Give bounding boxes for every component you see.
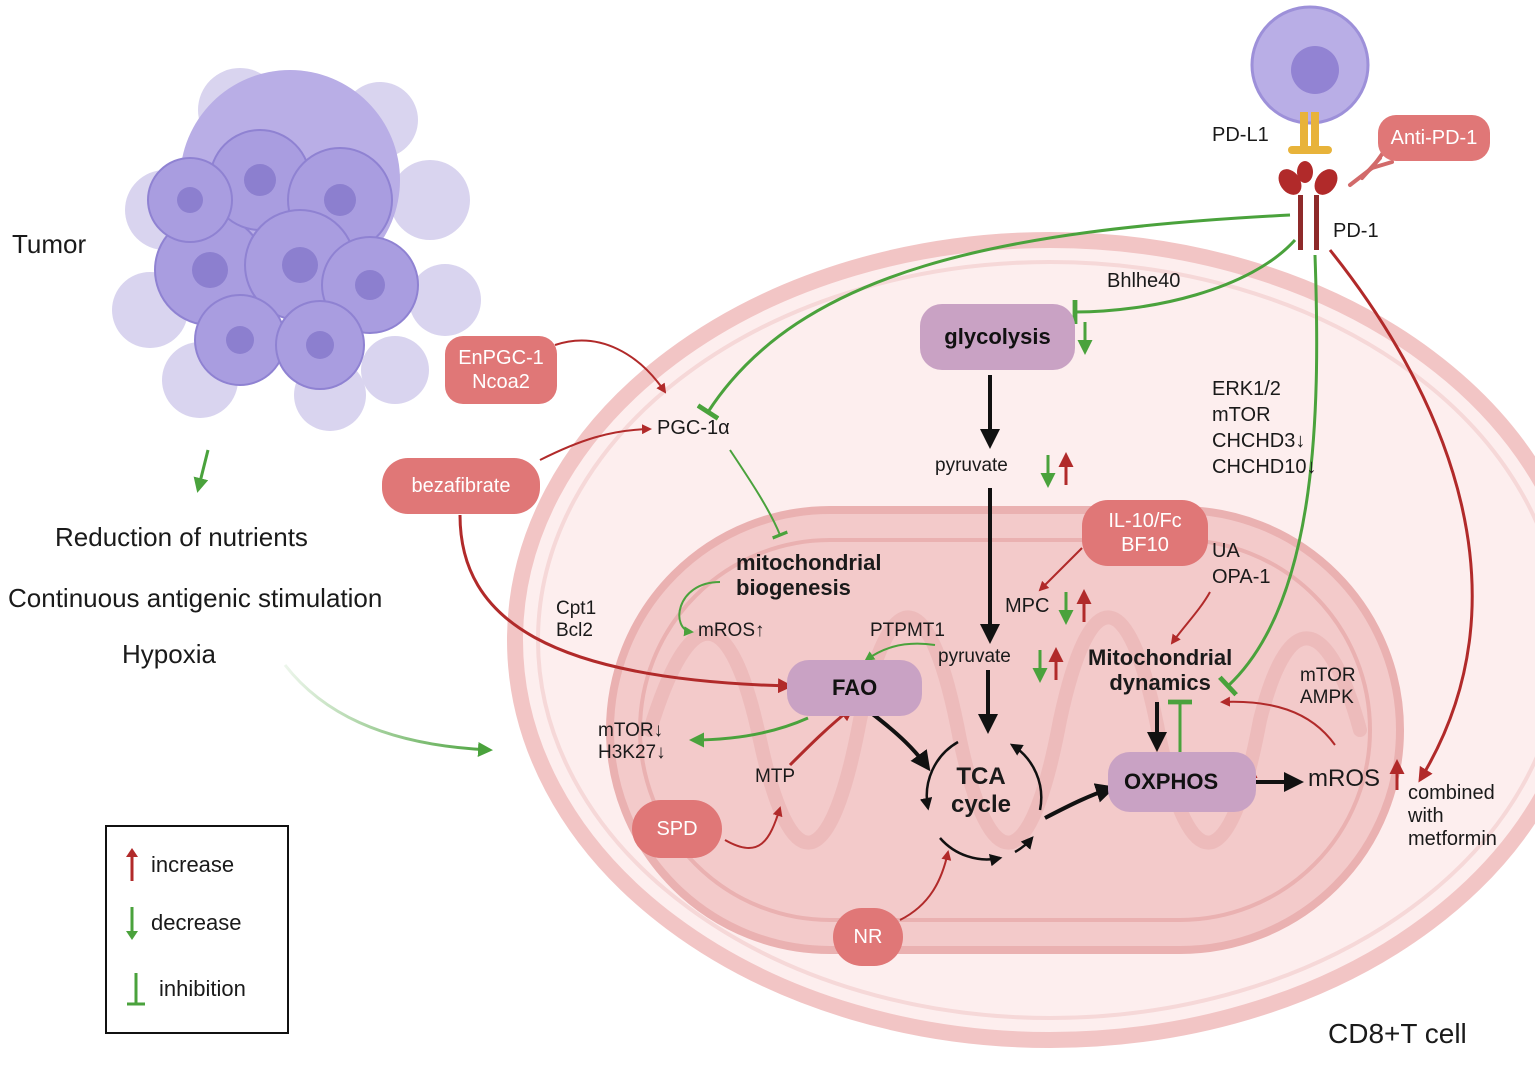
dynamics-line1: Mitochondrial bbox=[1088, 645, 1233, 670]
spd-node: SPD bbox=[632, 800, 722, 858]
ptpmt1-label: PTPMT1 bbox=[870, 620, 945, 641]
mpc-label: MPC bbox=[1005, 595, 1050, 617]
mtp-label: MTP bbox=[755, 766, 796, 787]
chchd3-label: CHCHD3↓ bbox=[1212, 430, 1306, 452]
arrow-enpgc-pgc bbox=[554, 339, 667, 394]
mtor-ampk-label: mTOR AMPK bbox=[1300, 665, 1356, 709]
enpgc-ncoa2-node: EnPGC-1 Ncoa2 bbox=[445, 336, 557, 404]
metformin-line1: combined bbox=[1408, 782, 1495, 804]
ua-label: UA bbox=[1212, 540, 1240, 562]
legend: increase decrease inhibition bbox=[105, 825, 289, 1034]
erk-group-label: ERK1/2 mTOR CHCHD3↓ CHCHD10↓ bbox=[1212, 376, 1316, 480]
cpt1-bcl2-label: Cpt1 Bcl2 bbox=[556, 598, 596, 642]
legend-inhibition-label: inhibition bbox=[159, 976, 246, 1001]
inhibit-pd1-glycolysis bbox=[1072, 238, 1297, 325]
tca-label: TCA bbox=[956, 763, 1006, 790]
arrow-mros-dynamics bbox=[1220, 696, 1336, 746]
arrow-bezafibrate-pgc bbox=[539, 424, 652, 461]
mito-dynamics-label: Mitochondrial dynamics bbox=[1088, 645, 1232, 696]
bhlhe40-label: Bhlhe40 bbox=[1107, 270, 1181, 292]
pdl1-label: PD-L1 bbox=[1212, 124, 1269, 146]
arrow-biogenesis-mros bbox=[678, 581, 721, 637]
glycolysis-node: glycolysis bbox=[920, 304, 1075, 370]
pyruvate-mito-label: pyruvate bbox=[938, 646, 1011, 667]
bf10-label: BF10 bbox=[1121, 534, 1169, 556]
effect-nutrients: Reduction of nutrients bbox=[55, 522, 308, 552]
metformin-label: combined with metformin bbox=[1408, 782, 1497, 851]
legend-increase: increase bbox=[107, 847, 234, 883]
il10-label: IL-10/Fc bbox=[1108, 510, 1182, 532]
arrow-il10-mpc bbox=[1038, 547, 1083, 592]
bcl2-label: Bcl2 bbox=[556, 619, 593, 641]
mitochondrion bbox=[606, 506, 1404, 954]
pgc1a-label: PGC-1α bbox=[657, 417, 730, 439]
cpt1-label: Cpt1 bbox=[556, 598, 597, 619]
tca-cycle-label: TCA cycle bbox=[945, 763, 1017, 818]
arrow-tumor-effects bbox=[193, 449, 210, 493]
legend-decrease-label: decrease bbox=[151, 910, 242, 935]
arrow-tca-oxphos bbox=[1044, 783, 1116, 820]
tumor-illustration bbox=[112, 68, 481, 431]
mtor-ampk-ampk: AMPK bbox=[1300, 686, 1354, 708]
il10-bf10-node: IL-10/Fc BF10 bbox=[1082, 500, 1208, 566]
pd1-label: PD-1 bbox=[1333, 220, 1379, 242]
legend-decrease: decrease bbox=[107, 905, 242, 941]
oxphos-node: OXPHOS bbox=[1108, 752, 1256, 812]
pyruvate-cytosol-label: pyruvate bbox=[935, 455, 1008, 476]
biogenesis-line2: biogenesis bbox=[736, 575, 851, 601]
legend-increase-label: increase bbox=[151, 852, 235, 877]
arrow-ptpmt1-fao bbox=[864, 642, 936, 662]
effect-antigenic-stimulation: Continuous antigenic stimulation bbox=[8, 583, 383, 613]
biogenesis-line1: mitochondrial bbox=[736, 550, 882, 575]
tca-cycle-arrows bbox=[919, 740, 1043, 867]
enpgc-label: EnPGC-1 bbox=[458, 347, 544, 369]
metformin-line3: metformin bbox=[1408, 828, 1497, 850]
arrow-nr-tca bbox=[899, 850, 952, 921]
h3k27-down-label: H3K27↓ bbox=[598, 741, 666, 763]
arrow-fao-tca bbox=[868, 710, 931, 772]
pd1-receptor bbox=[1278, 161, 1338, 250]
nr-node: NR bbox=[833, 908, 903, 966]
inhibit-pd1-pgc bbox=[696, 213, 1291, 421]
opa1-label: OPA-1 bbox=[1212, 566, 1271, 588]
cell-type-label: CD8+T cell bbox=[1328, 1018, 1467, 1049]
arrow-spd-mtp bbox=[724, 806, 783, 849]
inhibition-bar-icon bbox=[127, 973, 145, 1006]
mtor-down-label: mTOR↓ bbox=[598, 720, 664, 741]
mtor-ampk-mtor: mTOR bbox=[1300, 665, 1356, 686]
mtor-label: mTOR bbox=[1212, 404, 1271, 426]
decrease-arrow-icon bbox=[126, 907, 138, 940]
tumor-cell-pdl1 bbox=[1250, 5, 1370, 154]
effect-hypoxia: Hypoxia bbox=[122, 639, 216, 669]
inhibit-pgc-biogenesis bbox=[729, 449, 789, 540]
bezafibrate-node: bezafibrate bbox=[382, 458, 540, 514]
legend-inhibition: inhibition bbox=[107, 971, 246, 1007]
inhibit-pd1-dynamics bbox=[1218, 254, 1319, 697]
cycle-label: cycle bbox=[950, 790, 1012, 818]
fao-node: FAO bbox=[787, 660, 922, 716]
chchd10-label: CHCHD10↓ bbox=[1212, 456, 1317, 478]
increase-arrow-icon bbox=[126, 848, 138, 881]
mros-oxphos-label: mROS bbox=[1308, 765, 1380, 792]
dynamics-line2: dynamics bbox=[1109, 670, 1211, 696]
arrow-hypoxia-cell bbox=[283, 664, 493, 757]
ua-opa1-label: UA OPA-1 bbox=[1212, 538, 1271, 590]
anti-pd1-node: Anti-PD-1 bbox=[1378, 115, 1490, 161]
mros-biogenesis-label: mROS↑ bbox=[698, 620, 765, 641]
tumor-label: Tumor bbox=[12, 229, 87, 259]
mtor-h3k27-label: mTOR↓ H3K27↓ bbox=[598, 720, 666, 764]
arrow-opa-dynamics bbox=[1170, 591, 1211, 645]
arrow-pd1-mros bbox=[1328, 249, 1474, 783]
arrow-bezafibrate-fao bbox=[458, 514, 793, 694]
ncoa2-label: Ncoa2 bbox=[472, 371, 530, 393]
mito-biogenesis-label: mitochondrial biogenesis bbox=[736, 550, 881, 601]
metformin-line2: with bbox=[1408, 805, 1444, 827]
arrow-fao-mtor bbox=[689, 716, 809, 748]
erk12-label: ERK1/2 bbox=[1212, 378, 1281, 400]
